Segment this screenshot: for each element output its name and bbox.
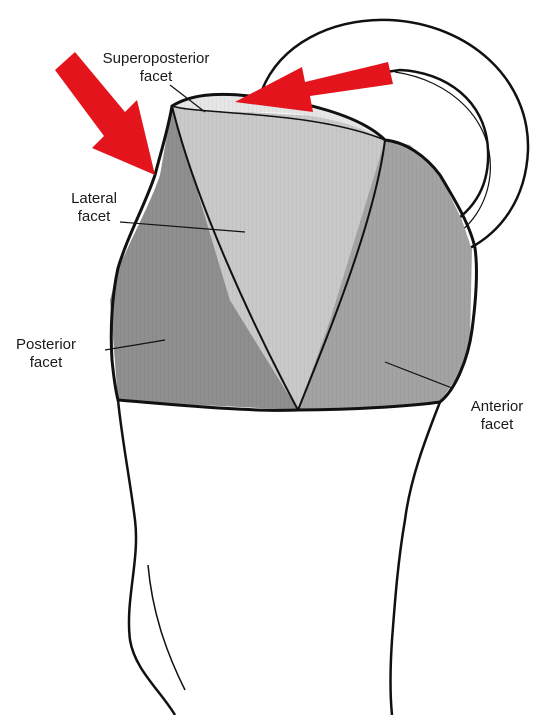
shaft-right-outline: [391, 402, 441, 715]
anterior-facet-label: Anterior facet: [460, 398, 534, 434]
superoposterior-facet-label: Superoposterior facet: [80, 50, 232, 86]
lateral-facet-label: Lateral facet: [58, 190, 130, 226]
shaft-inner-line: [148, 565, 185, 690]
shaft-left-outline: [118, 400, 175, 715]
posterior-facet-label: Posterior facet: [4, 336, 88, 372]
